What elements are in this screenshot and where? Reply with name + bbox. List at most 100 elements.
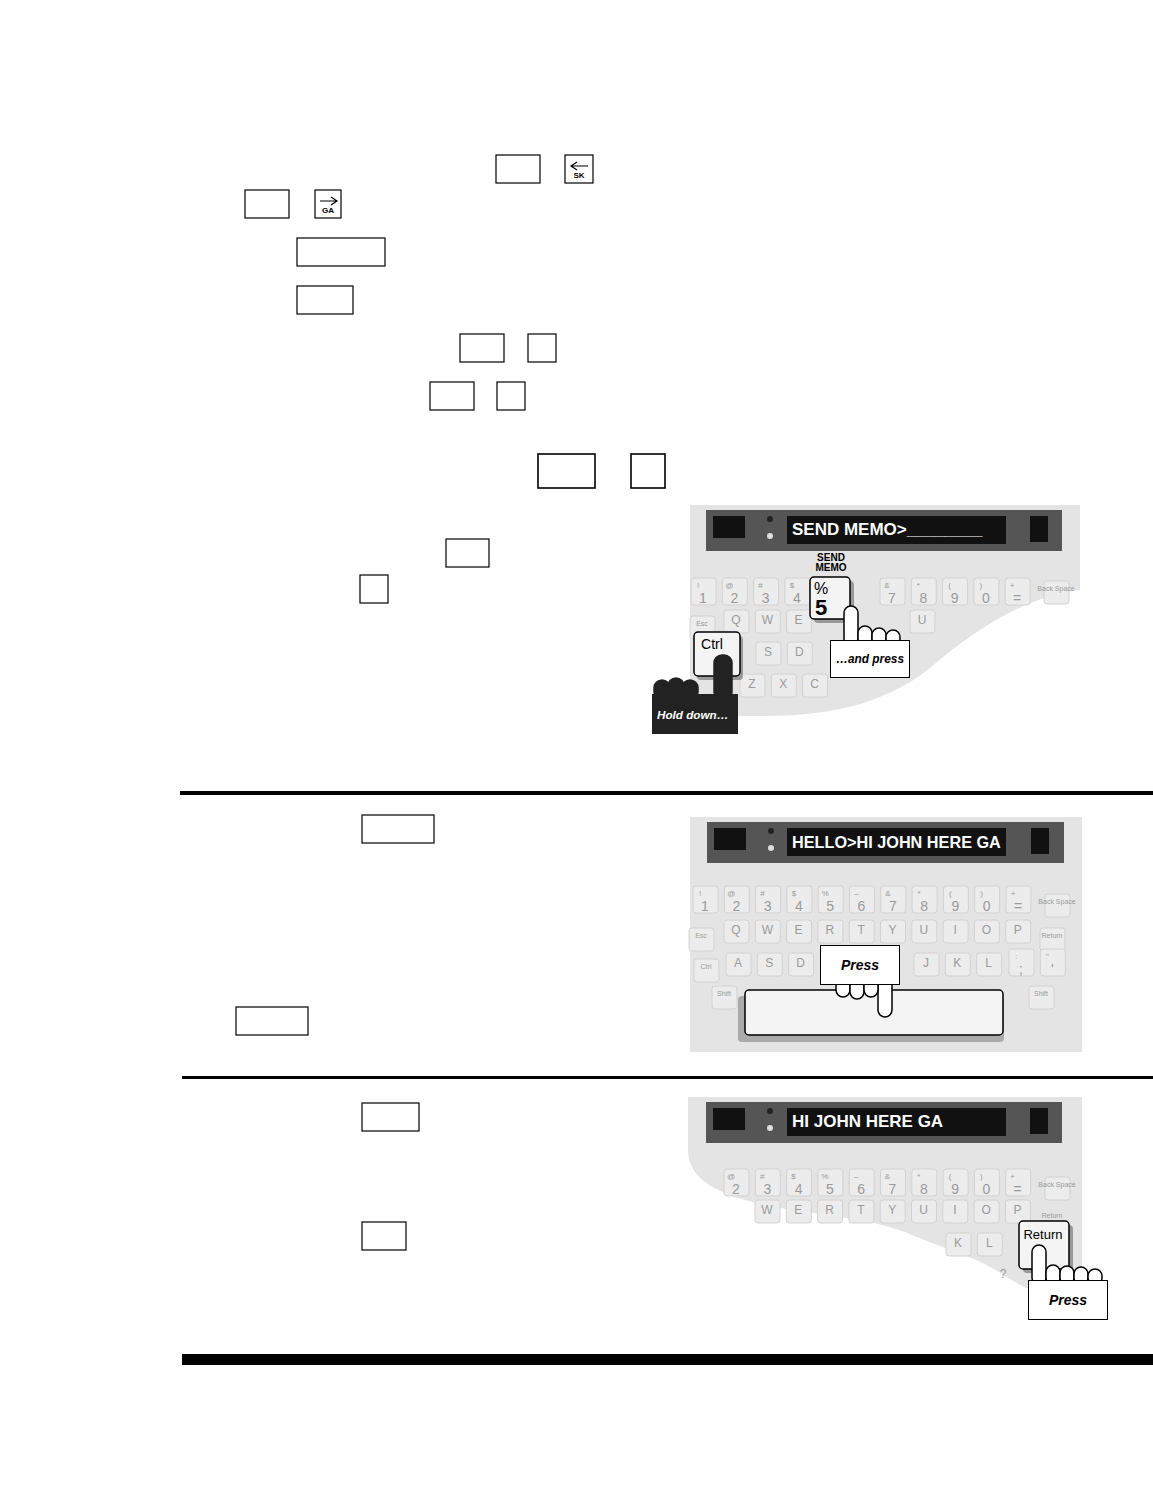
key-cap: [1006, 920, 1031, 943]
key-cap: [974, 1169, 999, 1196]
key-label: SEND MEMO: [809, 553, 853, 573]
key-box: [297, 286, 353, 314]
key-cap: [755, 610, 780, 633]
key-box: [315, 190, 341, 218]
separator-rule: [182, 1076, 1153, 1079]
key-label: P: [1013, 1204, 1021, 1216]
key-cap: [911, 578, 936, 605]
key-box: [446, 539, 489, 567]
key-cap: [850, 886, 875, 913]
key-box: [631, 454, 665, 488]
key-label: *: [917, 1173, 920, 1181]
key-label: D: [796, 957, 805, 969]
key-cap: [910, 610, 935, 633]
key-cap: [881, 886, 906, 913]
key-cap: [912, 886, 937, 913]
key-cap: [943, 1200, 968, 1223]
separator-rule: [182, 1354, 1153, 1365]
display-bars: [706, 510, 1064, 1143]
key-label: Return: [1041, 1212, 1062, 1219]
key-box: [297, 238, 385, 266]
key-label: K: [954, 1237, 962, 1249]
key-cap: [689, 928, 714, 951]
key-label: *: [917, 582, 920, 590]
key-label: (: [948, 582, 951, 590]
key-cap: [914, 953, 939, 976]
key-cap: [912, 1200, 937, 1223]
key-cap: [1045, 1177, 1070, 1200]
key-cap: [756, 642, 781, 665]
key-label: 5: [826, 899, 834, 913]
key-label: D: [795, 646, 804, 658]
key-label: &: [884, 582, 889, 590]
key-label: J: [923, 957, 929, 969]
key-cap: [787, 920, 812, 943]
node-text: SEND MEMO>________: [792, 520, 982, 540]
key-cap: [912, 1169, 937, 1196]
key-cap: [786, 1200, 811, 1223]
display-bar: [706, 1102, 1062, 1143]
key-label: Esc: [695, 932, 707, 939]
key-cap: [693, 886, 718, 913]
key-box: [565, 155, 593, 183]
key-label: W: [762, 924, 773, 936]
key-label: A: [734, 957, 742, 969]
key-label: (: [949, 1173, 952, 1181]
key-label: U: [919, 1204, 928, 1216]
key-cap: [755, 1169, 780, 1196]
key-label: 2: [730, 591, 738, 605]
key-label: I: [953, 1204, 956, 1216]
display-window: [714, 828, 746, 850]
key-label: L: [985, 957, 992, 969]
display-window: [713, 516, 745, 538]
separator-rule: [180, 791, 1153, 795]
key-label: S: [765, 957, 773, 969]
key-label: E: [794, 1204, 802, 1216]
pointing-finger: [1032, 1245, 1046, 1285]
key-label: 1: [699, 591, 707, 605]
finger-drawings: [654, 606, 1102, 1285]
display-window: [1030, 516, 1048, 542]
display-screen: HI JOHN HERE GA: [787, 1108, 1006, 1136]
key-cap: [945, 953, 970, 976]
keyboard-panel: [688, 1097, 1082, 1300]
key-label: &: [885, 1173, 890, 1181]
node-text: HELLO>HI JOHN HERE GA: [792, 833, 1001, 852]
key-label: %: [822, 890, 829, 898]
key-cap: [849, 1169, 874, 1196]
key-label: 0: [983, 899, 991, 913]
key-cap: [785, 578, 810, 605]
key-cap: [787, 886, 812, 913]
node-text: Hold down…: [657, 708, 728, 721]
key-label: Return: [1023, 1228, 1062, 1241]
node-text: Press: [841, 957, 879, 973]
key-label: P: [1014, 924, 1022, 936]
key-label: 4: [795, 899, 803, 913]
key-label: 4: [795, 1182, 803, 1196]
key-label: $: [791, 1173, 795, 1181]
key-label: Shift: [1034, 990, 1048, 997]
key-label: 0: [982, 1182, 990, 1196]
key-label: –: [854, 1173, 858, 1181]
key-label: *: [918, 890, 921, 898]
key-cap: [787, 1169, 812, 1196]
key-box: [497, 382, 525, 410]
key-label: 2: [732, 899, 740, 913]
key-cap: [691, 578, 716, 605]
key-box: [496, 155, 540, 183]
key-label: #: [760, 1173, 764, 1181]
key-label: @: [727, 1173, 735, 1181]
key-label: ?: [1000, 1268, 1007, 1280]
key-cap: [849, 1200, 874, 1223]
key-box: [362, 1222, 406, 1250]
key-caps: [689, 578, 1070, 1256]
key-label: 8: [920, 1182, 928, 1196]
key-cap: [724, 610, 749, 633]
key-label: +: [1010, 1173, 1015, 1181]
key-label: K: [953, 957, 961, 969]
key-label: R: [825, 1204, 834, 1216]
key-cap: [943, 920, 968, 943]
key-label: SK: [573, 172, 584, 180]
key-label: 5: [815, 597, 827, 619]
key-label: #: [758, 582, 762, 590]
